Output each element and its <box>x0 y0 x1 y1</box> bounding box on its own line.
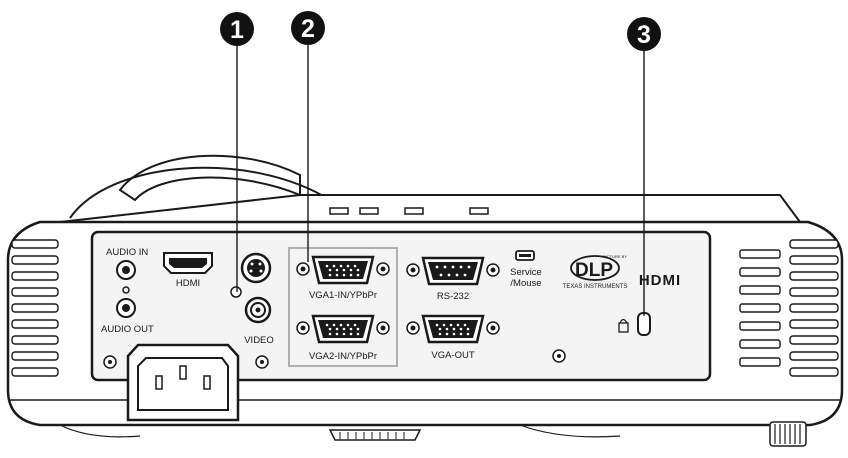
audio-out-jack[interactable] <box>116 298 136 318</box>
vga2-in-port[interactable] <box>296 314 390 344</box>
dlp-logo: DLP PICTURE BY TEXAS INSTRUMENTS <box>563 254 628 290</box>
hdmi-logo: HDMI <box>639 272 681 289</box>
ac-power-inlet[interactable] <box>126 343 240 422</box>
label-rs232: RS-232 <box>437 291 469 302</box>
vga-input-group-box <box>288 247 398 367</box>
label-vga1-in: VGA1-IN/YPbPr <box>309 290 377 301</box>
rs232-port[interactable] <box>406 256 500 286</box>
top-handle <box>118 154 301 202</box>
s-video-port[interactable] <box>240 252 272 284</box>
svg-text:2: 2 <box>301 15 315 43</box>
label-mouse: /Mouse <box>510 278 541 289</box>
left-vent-grill <box>11 239 59 377</box>
svg-text:TEXAS INSTRUMENTS: TEXAS INSTRUMENTS <box>563 284 628 290</box>
label-hdmi: HDMI <box>176 278 200 289</box>
vga-out-port[interactable] <box>406 314 500 344</box>
kensington-lock-icon <box>618 318 629 333</box>
kensington-lock-slot[interactable] <box>637 312 651 336</box>
right-vent-grill <box>739 239 839 377</box>
label-service: Service <box>510 267 542 278</box>
label-vga2-in: VGA2-IN/YPbPr <box>309 351 377 362</box>
video-rca-jack[interactable] <box>244 296 272 324</box>
vga1-in-port[interactable] <box>296 255 390 285</box>
label-vga-out: VGA-OUT <box>431 350 474 361</box>
hdmi-port[interactable] <box>163 252 213 274</box>
svg-text:PICTURE BY: PICTURE BY <box>603 254 627 259</box>
label-audio-in: AUDIO IN <box>106 247 148 258</box>
label-video: VIDEO <box>244 335 274 346</box>
audio-in-jack[interactable] <box>116 260 136 280</box>
callout-1: 1 <box>220 12 254 46</box>
callout-2: 2 <box>291 11 325 45</box>
svg-text:1: 1 <box>230 16 244 44</box>
adjustable-foot[interactable] <box>769 421 807 447</box>
svg-text:DLP: DLP <box>575 260 613 281</box>
svg-text:3: 3 <box>637 21 651 49</box>
label-audio-out: AUDIO OUT <box>101 324 154 335</box>
callout-3: 3 <box>627 17 661 51</box>
service-mini-usb-port[interactable] <box>515 250 535 261</box>
